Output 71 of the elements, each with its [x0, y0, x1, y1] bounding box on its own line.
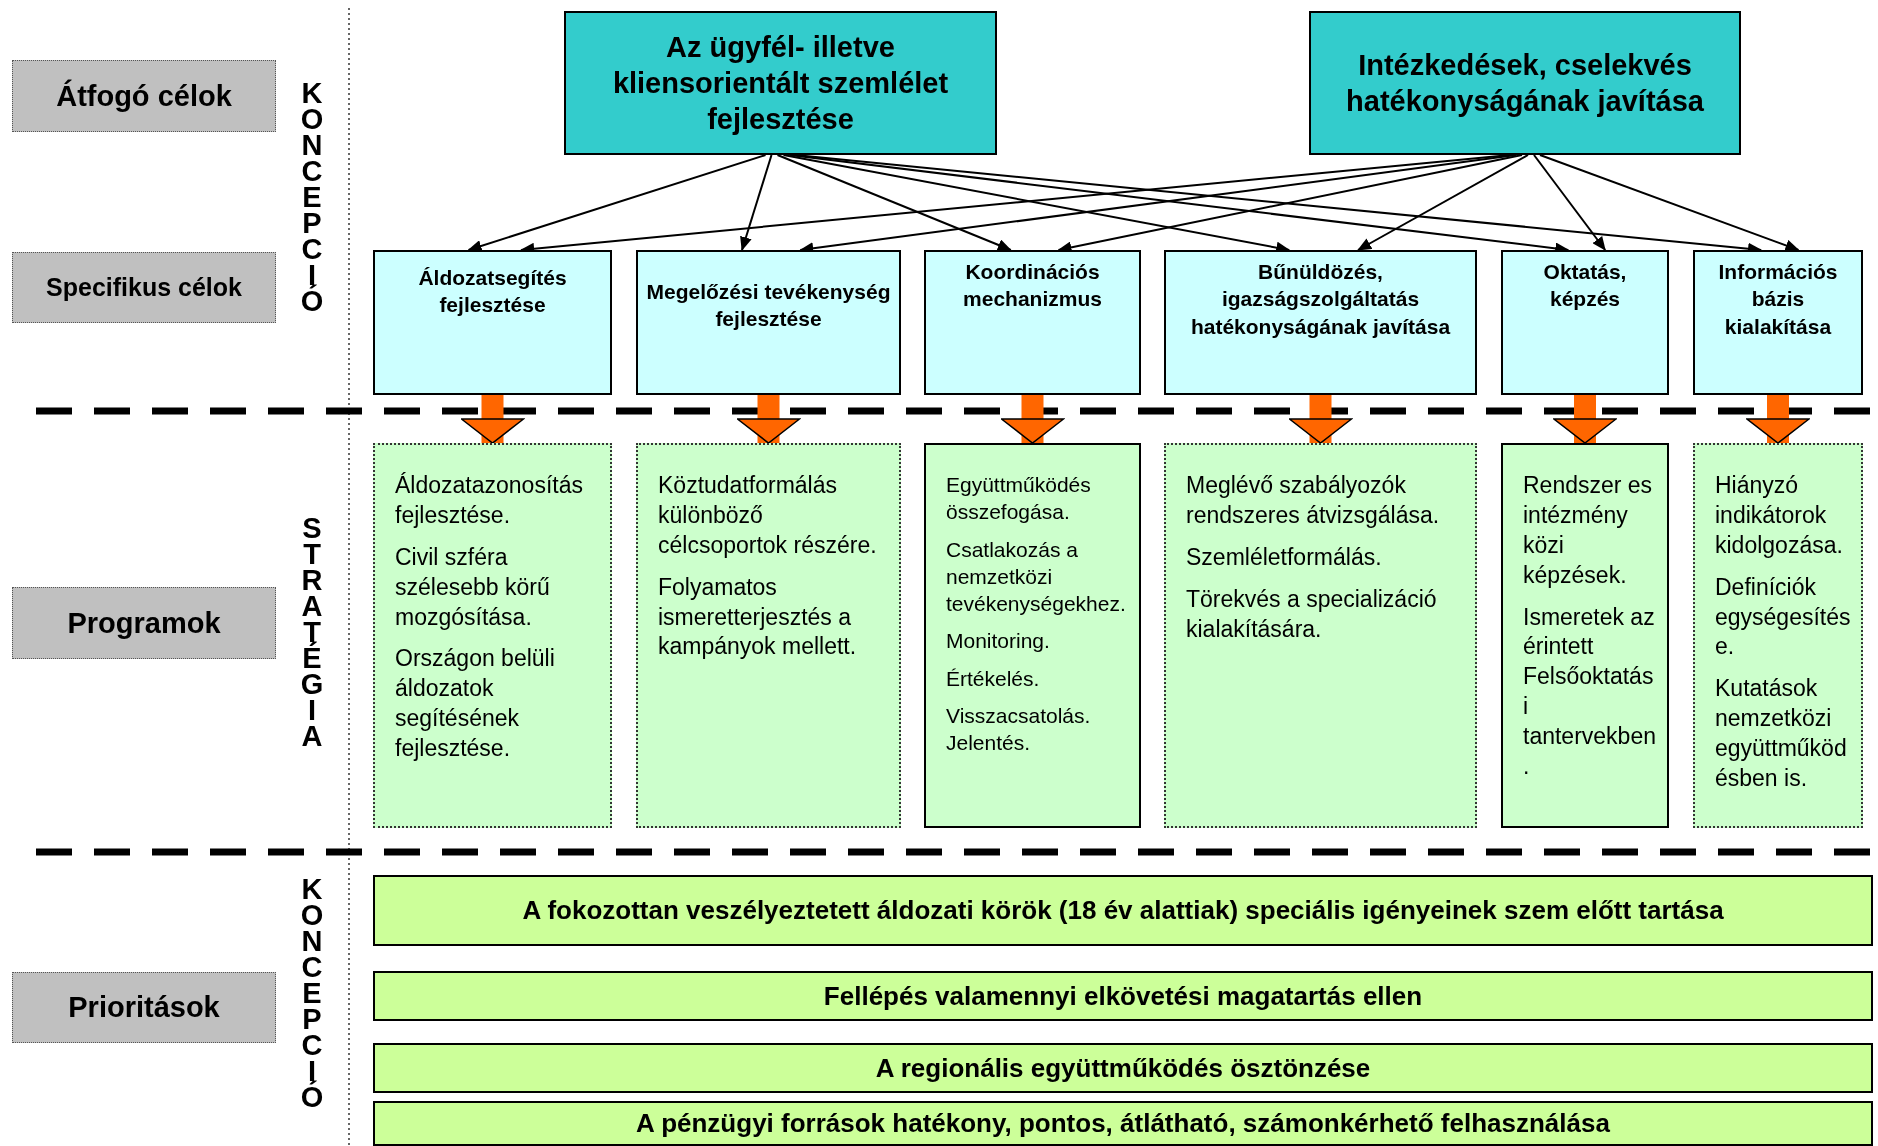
objective-text: Koordinációs mechanizmus	[962, 259, 1103, 313]
goal-box	[564, 11, 997, 155]
program-text: Országon belüli áldozatok segítésének fejlesztése.	[395, 644, 556, 764]
section-label: KONCEPCIÓ	[299, 876, 325, 1110]
objective-text: Bűnüldözés, igazságszolgáltatás hatékonyságának javítása	[1189, 259, 1452, 340]
program-text: Szemléletformálás.	[1186, 542, 1383, 572]
priority-bar	[373, 971, 1873, 1021]
arrow	[776, 154, 1012, 251]
arrow	[467, 154, 767, 252]
program-text: Definíciók egységesítése.	[1715, 572, 1851, 662]
block-arrow	[1288, 395, 1353, 444]
program-text: Monitoring.	[946, 628, 1051, 655]
program-text: Köztudatformálás különböző célcsoportok részére.	[658, 471, 878, 560]
row-label: Programok	[67, 606, 221, 640]
objective-box	[1501, 250, 1669, 395]
program-text: Kutatások nemzetközi együttműködésben is.	[1715, 674, 1848, 793]
program-text: Együttműködés összefogása.	[946, 472, 1092, 526]
arrow	[1533, 154, 1607, 251]
arrow	[1357, 154, 1529, 251]
block-arrow	[736, 395, 801, 444]
priority-text: Fellépés valamennyi elkövetési magatartás ellen	[823, 980, 1423, 1012]
program-box	[1164, 443, 1477, 828]
program-text: Rendszer es intézmény közi képzések.	[1523, 471, 1654, 590]
block-arrow	[460, 395, 525, 444]
goal-box	[1309, 11, 1741, 155]
priority-bar	[373, 875, 1873, 946]
goal-text: Az ügyfél- illetve kliensorientált szemlélet fejlesztése	[611, 29, 950, 138]
program-text: Értékelés.	[946, 665, 1041, 692]
goal-text: Intézkedések, cselekvés hatékonyságának javítása	[1345, 47, 1705, 119]
priority-text: A regionális együttműködés ösztönzése	[875, 1052, 1371, 1084]
row-label-box	[12, 60, 276, 132]
objective-box	[1164, 250, 1477, 395]
program-text: Visszacsatolás. Jelentés.	[946, 703, 1092, 757]
objective-text: Áldozatsegítés fejlesztése	[417, 265, 568, 319]
objective-box	[924, 250, 1141, 395]
program-box	[1693, 443, 1863, 828]
program-box	[1501, 443, 1669, 828]
objective-text: Információs bázis kialakítása	[1717, 259, 1839, 340]
arrow	[740, 154, 773, 251]
row-label-box	[12, 972, 276, 1043]
program-box	[924, 443, 1141, 828]
priority-bar	[373, 1043, 1873, 1093]
program-box	[373, 443, 612, 828]
objective-box	[373, 250, 612, 395]
priority-text: A fokozottan veszélyeztetett áldozati körök (18 év alattiak) speciális igényeinek szem előtt tartása	[522, 895, 1724, 926]
block-arrow	[1553, 395, 1617, 444]
program-text: Folyamatos ismeretterjesztés a kampányok mellett.	[658, 572, 858, 662]
program-text: Meglévő szabályozók rendszeres átvizsgálása.	[1186, 471, 1441, 530]
priority-bar	[373, 1101, 1873, 1146]
program-text: Áldozatazonosítás fejlesztése.	[395, 471, 584, 530]
program-text: Csatlakozás a nemzetközi tevékenységekhez.	[946, 536, 1127, 618]
program-text: Civil szféra szélesebb körű mozgósítása.	[395, 542, 551, 632]
program-text: Ismeretek az érintett Felsőoktatási tantervekben.	[1523, 602, 1657, 781]
program-text: Törekvés a specializáció kialakítására.	[1186, 584, 1438, 644]
arrow	[1539, 154, 1800, 252]
objective-box	[636, 250, 901, 395]
row-label-box	[12, 252, 276, 323]
objective-text: Oktatás, képzés	[1542, 259, 1628, 313]
block-arrow	[1000, 395, 1065, 444]
program-text: Hiányzó indikátorok kidolgozása.	[1715, 471, 1844, 560]
section-label: KONCEPCIÓ	[299, 80, 325, 314]
section-label: STRATÉGIA	[299, 515, 325, 749]
program-box	[636, 443, 901, 828]
priority-text: A pénzügyi források hatékony, pontos, átlátható, számonkérhető felhasználása	[636, 1108, 1610, 1139]
block-arrow	[1746, 395, 1810, 444]
objective-box	[1693, 250, 1863, 395]
objective-text: Megelőzési tevékenység fejlesztése	[646, 279, 891, 333]
row-label-box	[12, 587, 276, 659]
row-label: Specifikus célok	[46, 273, 242, 302]
row-label: Átfogó célok	[56, 79, 232, 113]
row-label: Prioritások	[68, 991, 220, 1024]
